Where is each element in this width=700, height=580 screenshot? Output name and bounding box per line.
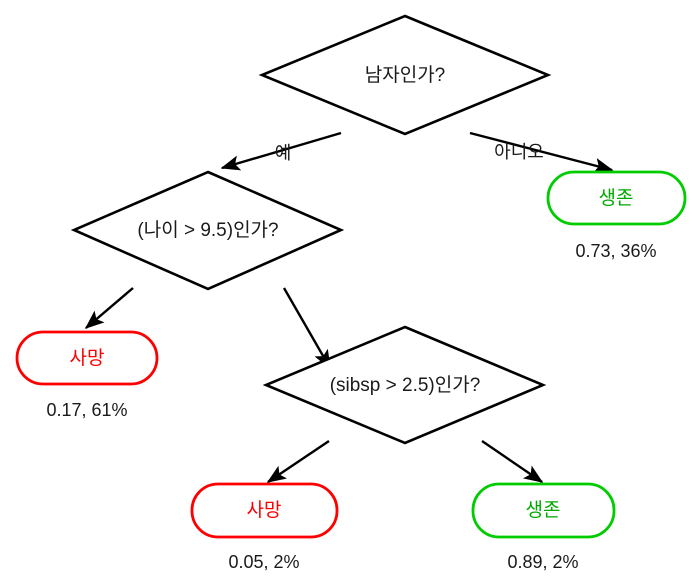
leaf-survived-bottom-label: 생존 bbox=[526, 499, 561, 521]
node-age-threshold[interactable]: (나이 > 9.5)인가? bbox=[70, 170, 345, 291]
edge-sibsp-yes bbox=[266, 440, 330, 483]
sibsp-label: (sibsp > 2.5)인가? bbox=[330, 374, 481, 396]
edge-root-yes bbox=[220, 131, 342, 171]
root-diamond-shape bbox=[258, 14, 552, 136]
leaf-died-bottom-shape bbox=[190, 482, 339, 539]
leaf-survived-bottom-stat: 0.89, 2% bbox=[507, 552, 578, 572]
leaf-node-survived-bottom[interactable]: 생존 0.89, 2% bbox=[471, 482, 616, 572]
leaf-survived-bottom-shape bbox=[471, 482, 616, 539]
leaf-died-left-shape bbox=[15, 330, 159, 386]
age-label: (나이 > 9.5)인가? bbox=[137, 219, 278, 241]
leaf-survived-right-shape bbox=[546, 170, 687, 226]
edge-label-root-yes: 예 bbox=[275, 143, 292, 163]
leaf-died-bottom-stat: 0.05, 2% bbox=[228, 552, 299, 572]
leaf-survived-right-stat: 0.73, 36% bbox=[575, 241, 656, 261]
leaf-died-left-stat: 0.17, 61% bbox=[46, 400, 127, 420]
edge-root-no bbox=[469, 131, 614, 173]
leaf-survived-right-label: 생존 bbox=[599, 187, 634, 209]
leaf-died-left-label: 사망 bbox=[70, 347, 105, 369]
edge-label-root-no: 아니오 bbox=[494, 142, 544, 162]
sibsp-diamond-shape bbox=[262, 325, 547, 445]
edge-age-no bbox=[282, 287, 332, 370]
edge-group bbox=[84, 131, 614, 483]
node-root-is-male[interactable]: 남자인가? bbox=[258, 14, 552, 136]
leaf-node-died-left[interactable]: 사망 0.17, 61% bbox=[15, 330, 159, 420]
edge-sibsp-no bbox=[481, 440, 544, 483]
edge-age-yes bbox=[84, 287, 134, 329]
age-diamond-shape bbox=[70, 170, 345, 291]
leaf-node-survived-right[interactable]: 생존 0.73, 36% bbox=[546, 170, 687, 261]
root-label: 남자인가? bbox=[365, 64, 446, 86]
leaf-node-died-bottom[interactable]: 사망 0.05, 2% bbox=[190, 482, 339, 572]
leaf-died-bottom-label: 사망 bbox=[247, 499, 282, 521]
node-sibsp-threshold[interactable]: (sibsp > 2.5)인가? bbox=[262, 325, 547, 445]
